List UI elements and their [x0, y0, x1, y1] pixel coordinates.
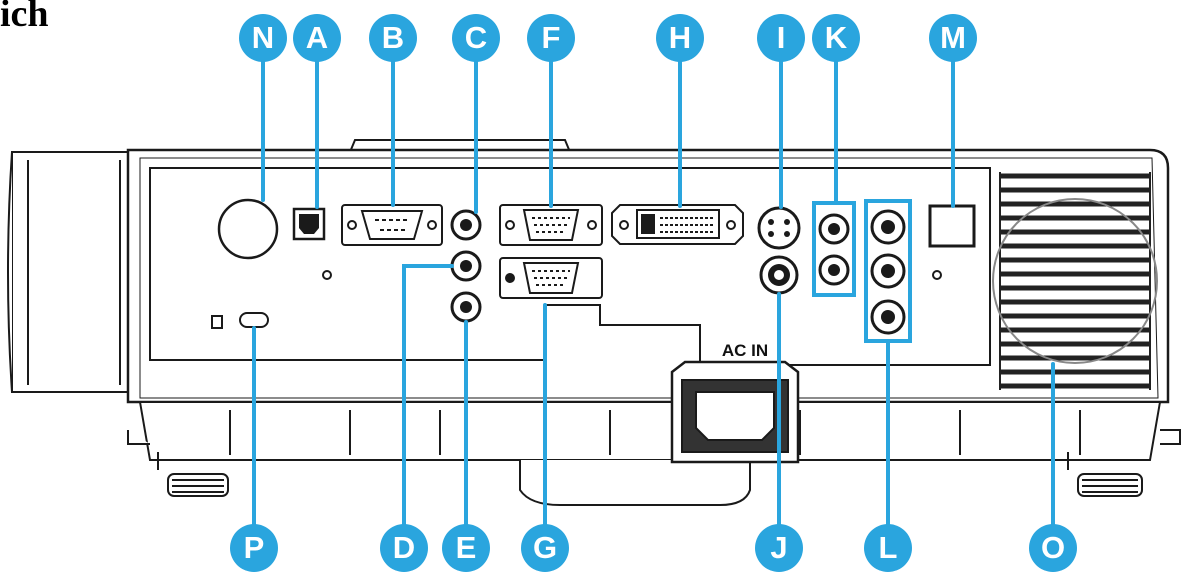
callout-g: G [521, 524, 569, 572]
callout-k: K [812, 14, 860, 62]
adjustable-feet [167, 473, 1143, 497]
component-rca-ports [864, 199, 912, 343]
callout-l: L [864, 524, 912, 572]
mini-jack-e [450, 291, 482, 323]
callout-o: O [1029, 524, 1077, 572]
callout-leaders [252, 36, 1055, 550]
lens-hood [7, 151, 129, 393]
control-port [341, 204, 443, 246]
dvi-port [611, 204, 744, 245]
callout-m: M [929, 14, 977, 62]
ac-in-label: AC IN [722, 341, 768, 360]
callout-h: H [656, 14, 704, 62]
header-fragment: ich [0, 0, 49, 35]
indicator-dot-right [932, 270, 942, 280]
ac-inlet [670, 360, 800, 464]
callout-p: P [230, 524, 278, 572]
power-switch [928, 204, 976, 248]
callout-c: C [452, 14, 500, 62]
video-rca-port [759, 255, 799, 295]
ventilation-grille [992, 172, 1158, 390]
vga-out-port [499, 257, 603, 299]
mini-jack-d [450, 250, 482, 282]
callout-e: E [442, 524, 490, 572]
remote-sensor [217, 198, 279, 260]
callout-j: J [755, 524, 803, 572]
leader-d [402, 264, 454, 550]
callout-n: N [239, 14, 287, 62]
s-video-port [757, 206, 801, 250]
callout-b: B [369, 14, 417, 62]
callout-d: D [380, 524, 428, 572]
callout-i: I [757, 14, 805, 62]
projector-base [127, 401, 1181, 506]
security-slot [211, 312, 269, 329]
usb-port [292, 207, 326, 241]
callout-f: F [527, 14, 575, 62]
callout-a: A [293, 14, 341, 62]
indicator-dot-left [322, 270, 332, 280]
vga-in-port [499, 204, 603, 246]
mini-jack-c [450, 209, 482, 241]
